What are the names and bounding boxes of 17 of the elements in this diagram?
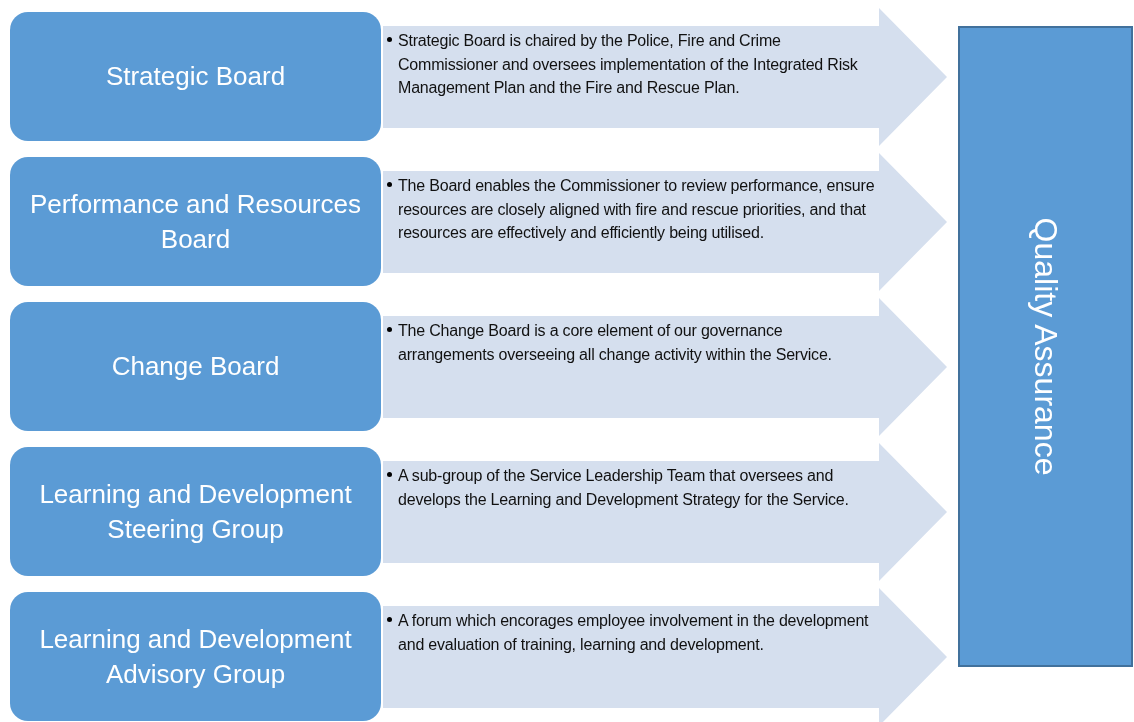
board-title: Learning and Development Advisory Group bbox=[38, 622, 353, 691]
description-text: Strategic Board is chaired by the Police, Fire and Crime Commissioner and oversees implementation of the Integrated Risk Management Plan and the Fire and Rescue Plan. bbox=[398, 31, 859, 98]
description-text: The Board enables the Commissioner to review performance, ensure resources are closely aligned with fire and rescue priorities, and that resources are effectively and efficiently being utilised. bbox=[398, 176, 876, 243]
board-title: Strategic Board bbox=[105, 60, 286, 93]
description-text: The Change Board is a core element of our governance arrangements overseeing all change activity within the Service. bbox=[398, 321, 833, 365]
board-title: Performance and Resources Board bbox=[29, 187, 362, 256]
board-box bbox=[10, 592, 381, 721]
board-box bbox=[10, 302, 381, 431]
board-title: Change Board bbox=[111, 350, 280, 383]
description-text: A sub-group of the Service Leadership Team that oversees and develops the Learning and Development Strategy for the Service. bbox=[398, 466, 850, 510]
quality-box bbox=[958, 26, 1133, 667]
board-title: Learning and Development Steering Group bbox=[38, 477, 353, 546]
board-box bbox=[10, 157, 381, 286]
board-box bbox=[10, 12, 381, 141]
quality-title: Quality Assurance bbox=[1027, 217, 1064, 476]
description-text: A forum which encorages employee involvement in the development and evaluation of training, learning and development. bbox=[398, 611, 870, 655]
board-box bbox=[10, 447, 381, 576]
